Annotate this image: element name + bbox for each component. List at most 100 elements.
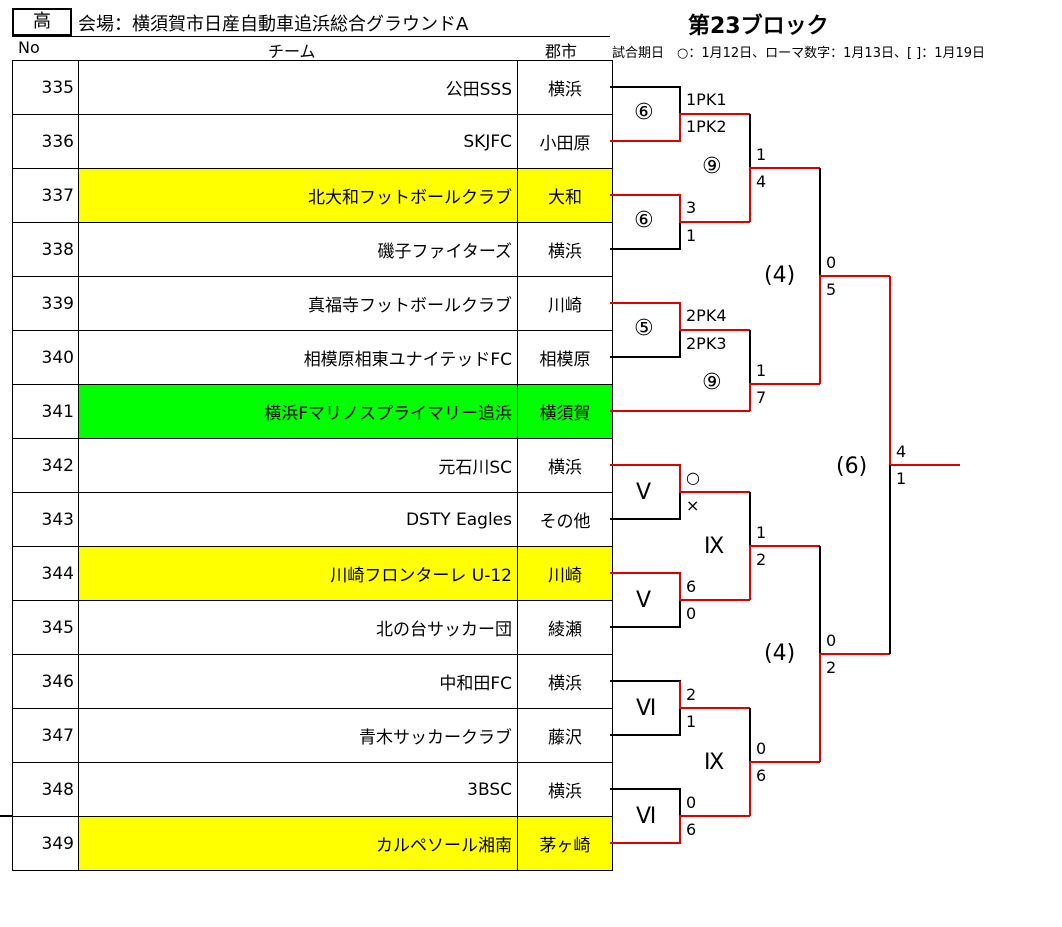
- team-city: 綾瀬: [517, 600, 613, 655]
- team-no: 344: [12, 546, 79, 601]
- venue-title: 会場：横須賀市日産自動車追浜総合グラウンドA: [78, 14, 469, 35]
- match-date-mark: (4): [764, 263, 796, 288]
- team-no: 349: [12, 816, 79, 871]
- team-no: 337: [12, 168, 79, 223]
- winner-line: [679, 681, 750, 709]
- winner-line: [819, 275, 890, 384]
- match-date-mark: Ⅸ: [704, 750, 725, 775]
- team-city: 川崎: [517, 276, 613, 331]
- match-date-mark: Ⅵ: [636, 804, 657, 829]
- match-score: 2PK3: [686, 334, 727, 353]
- winner-line: [749, 545, 820, 600]
- winner-line: [610, 464, 750, 493]
- match-score: 1PK1: [686, 90, 727, 109]
- team-no: 346: [12, 654, 79, 709]
- match-score: 6: [756, 766, 767, 785]
- team-name: 相模原相東ユナイテッドFC: [78, 330, 518, 385]
- team-city: 横浜: [517, 762, 613, 817]
- team-city: 小田原: [517, 114, 613, 169]
- match-score: 0: [686, 604, 697, 623]
- winner-line: [610, 815, 750, 844]
- winner-line: [610, 194, 750, 223]
- team-no: 335: [12, 60, 79, 115]
- date-legend: 試合期日 ○：1月12日、ローマ数字：1月13日、[ ]：1月19日: [612, 46, 986, 61]
- winner-line: [610, 113, 750, 142]
- match-score: 4: [756, 172, 767, 191]
- match-score: 2: [756, 550, 767, 569]
- team-no: 338: [12, 222, 79, 277]
- winner-line: [889, 276, 960, 466]
- team-city: 藤沢: [517, 708, 613, 763]
- match-score: 0: [826, 631, 837, 650]
- winner-line: [749, 167, 820, 222]
- match-score: 0: [756, 739, 767, 758]
- team-city: 横浜: [517, 654, 613, 709]
- team-name: 北大和フットボールクラブ: [78, 168, 518, 223]
- team-city: 茅ヶ崎: [517, 816, 613, 871]
- team-name: カルペソール湘南: [78, 816, 518, 871]
- match-score: 5: [826, 280, 837, 299]
- match-score: 2: [826, 658, 837, 677]
- match-score: ×: [686, 496, 700, 515]
- match-score: 1: [756, 361, 767, 380]
- match-date-mark: ⑥: [634, 208, 654, 233]
- col-team-header: チーム: [268, 42, 316, 61]
- team-name: 北の台サッカー団: [78, 600, 518, 655]
- winner-line: [610, 572, 750, 601]
- team-city: 横浜: [517, 438, 613, 493]
- category-badge: 高: [12, 8, 72, 36]
- match-score: 1: [686, 712, 697, 731]
- winner-line: [749, 761, 820, 816]
- team-no: 340: [12, 330, 79, 385]
- team-name: 川崎フロンターレ U-12: [78, 546, 518, 601]
- team-city: 横須賀: [517, 384, 613, 439]
- col-no-header: No: [18, 38, 40, 57]
- match-score: 1: [686, 226, 697, 245]
- match-score: 2PK4: [686, 306, 727, 325]
- match-date-mark: Ⅴ: [636, 588, 652, 613]
- team-name: 磯子ファイターズ: [78, 222, 518, 277]
- team-name: 真福寺フットボールクラブ: [78, 276, 518, 331]
- match-date-mark: ⑤: [634, 316, 654, 341]
- team-no: 339: [12, 276, 79, 331]
- col-city-header: 郡市: [545, 42, 578, 61]
- match-score: 0: [826, 253, 837, 272]
- match-score: 7: [756, 388, 767, 407]
- winner-line: [610, 302, 750, 331]
- winner-line: [819, 653, 890, 762]
- team-name: 元石川SC: [78, 438, 518, 493]
- match-date-mark: (4): [764, 641, 796, 666]
- team-city: 横浜: [517, 60, 613, 115]
- team-city: 川崎: [517, 546, 613, 601]
- match-score: 1: [896, 469, 907, 488]
- match-score: 2: [686, 685, 697, 704]
- match-date-mark: (6): [836, 454, 868, 479]
- match-score: 6: [686, 820, 697, 839]
- winner-line: [749, 383, 820, 411]
- match-score: 0: [686, 793, 697, 812]
- match-date-mark: ⑥: [634, 100, 654, 125]
- match-score: 1PK2: [686, 117, 727, 136]
- team-city: 大和: [517, 168, 613, 223]
- match-score: 3: [686, 198, 697, 217]
- team-name: 青木サッカークラブ: [78, 708, 518, 763]
- block-title: 第23ブロック: [688, 14, 829, 39]
- match-score: 4: [896, 442, 907, 461]
- team-name: 中和田FC: [78, 654, 518, 709]
- match-score: 6: [686, 577, 697, 596]
- team-city: その他: [517, 492, 613, 547]
- match-date-mark: ⑨: [702, 154, 722, 179]
- team-no: 343: [12, 492, 79, 547]
- match-date-mark: Ⅵ: [636, 696, 657, 721]
